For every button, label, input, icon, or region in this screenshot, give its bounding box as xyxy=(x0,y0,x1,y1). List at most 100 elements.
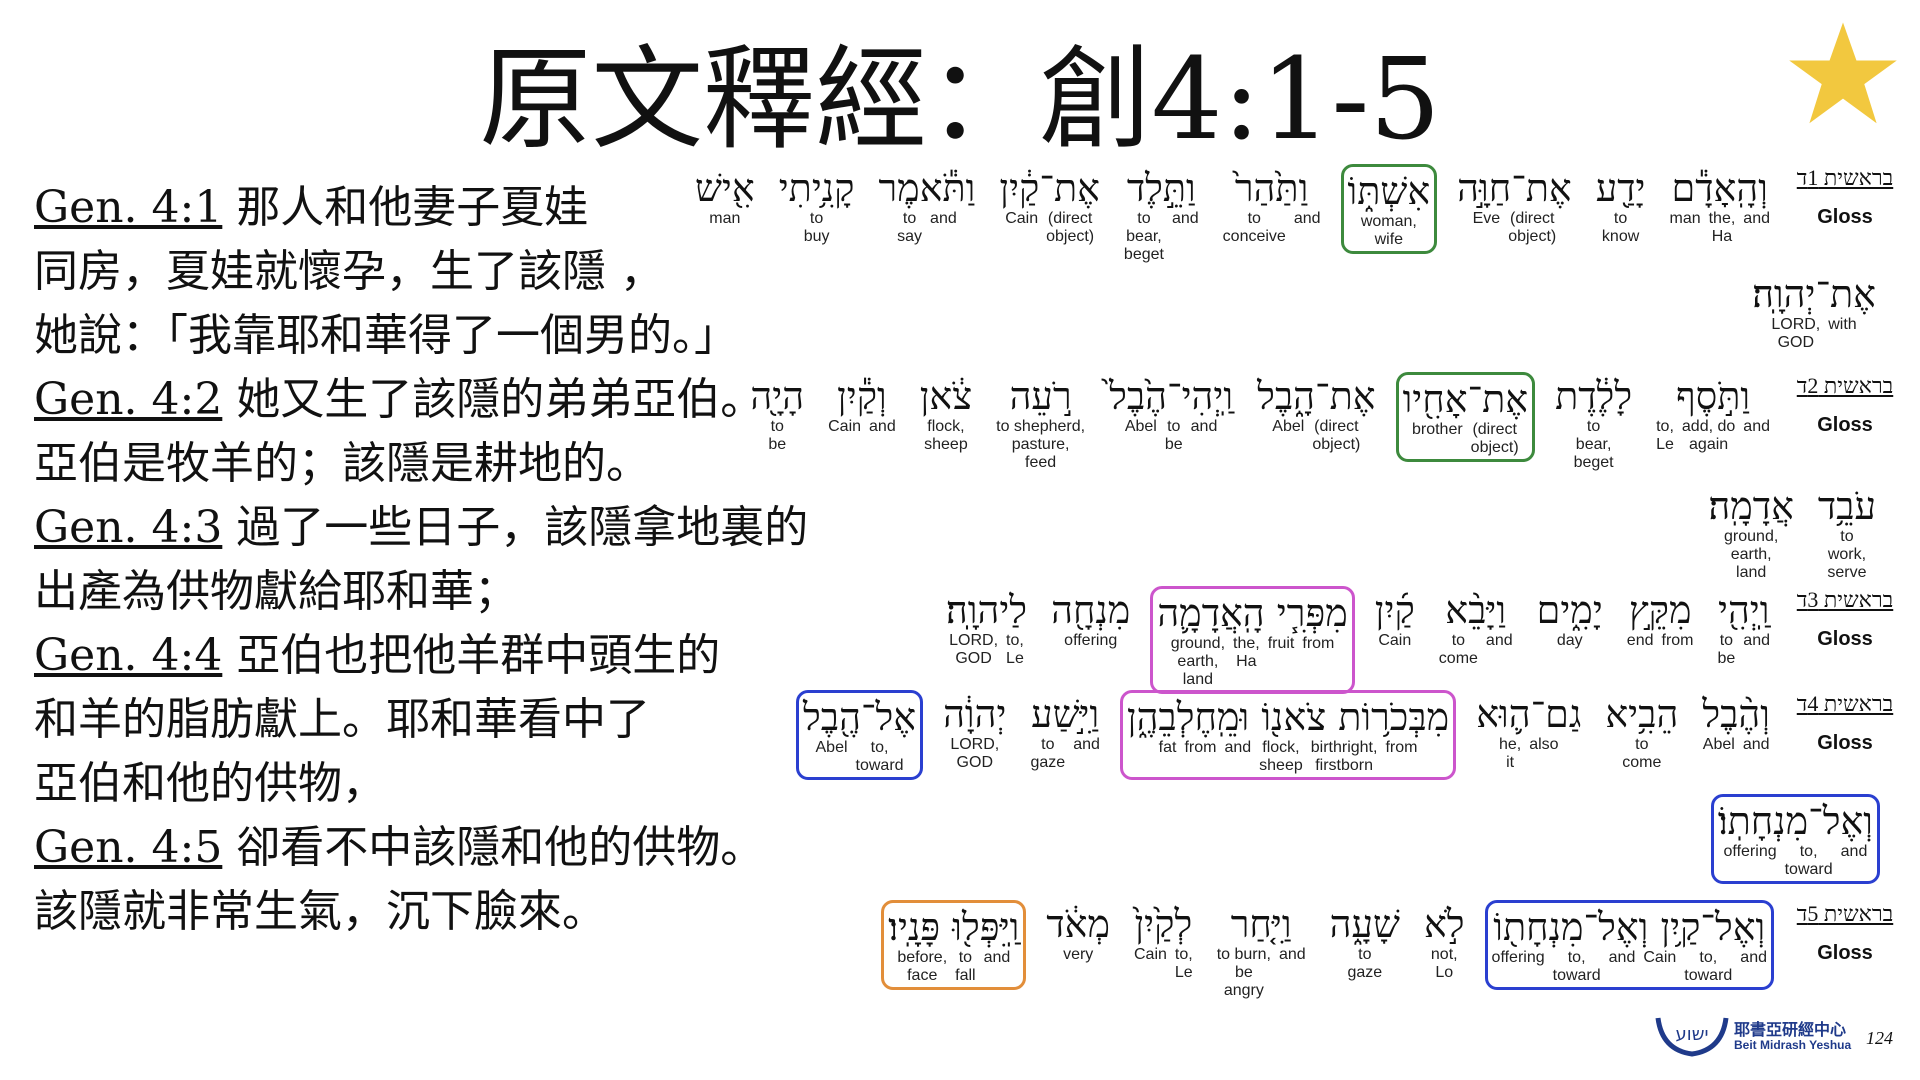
gloss-text: with xyxy=(1828,316,1857,333)
chinese-line: 亞伯是牧羊的；該隱是耕地的。 xyxy=(34,432,794,496)
hebrew-text: וַתַּ֙הַר֙ xyxy=(1234,166,1309,210)
hebrew-text: צֹ֔אן xyxy=(919,374,973,418)
gloss-text: before,face xyxy=(897,949,948,984)
gloss-text: and xyxy=(1743,632,1770,649)
chinese-line: 出產為供物獻給耶和華； xyxy=(34,560,794,624)
chinese-line: 亞伯和他的供物， xyxy=(34,752,794,816)
gloss-text: Abel xyxy=(815,739,848,756)
hebrew-text: הֵבִ֥יא xyxy=(1605,692,1679,736)
gloss-text: from xyxy=(1661,632,1694,649)
hebrew-text: עֹבֵ֥ד xyxy=(1817,484,1876,528)
chinese-text: 過了一些日子，該隱拿地裏的 xyxy=(236,502,809,553)
gloss-text: also xyxy=(1529,736,1559,753)
footer-logo: ישוע 耶書亞研經中心 Beit Midrash Yeshua xyxy=(1652,1010,1852,1060)
gloss-text: LORD,GOD xyxy=(949,632,999,667)
gloss-text: offering xyxy=(1064,632,1118,649)
verse-label-hebrew: בראשית 4ד xyxy=(1796,691,1894,716)
gloss-text: the,Ha xyxy=(1233,635,1260,670)
hebrew-text: אֶת־הָ֑בֶל xyxy=(1257,374,1376,418)
hebrew-text: מִבְּכֹר֥וֹת צֹאנ֖וֹ וּמֵֽחֶלְבֵהֶ֑ן xyxy=(1126,695,1450,739)
gloss-text: and xyxy=(1171,210,1199,227)
svg-text:ישוע: ישוע xyxy=(1676,1024,1709,1045)
hebrew-text: לְקַ֙יִן֙ xyxy=(1134,902,1193,946)
hebrew-text: וַתֹּ֣סֶף xyxy=(1675,374,1751,418)
hebrew-text: וַֽיִּפְּל֖וּ פָּנָֽיו׃ xyxy=(888,905,1020,949)
verse-label-hebrew: בראשית 5ד xyxy=(1796,901,1894,926)
hebrew-word: אִ֖ישׁman xyxy=(691,164,759,230)
chinese-line: 她說：「我靠耶和華得了一個男的。」 xyxy=(34,304,794,368)
gloss-text: flock,sheep xyxy=(1259,739,1303,774)
chinese-text: 她又生了該隱的弟弟亞伯。 xyxy=(236,374,765,425)
gloss-label: Gloss xyxy=(1817,628,1873,650)
hebrew-text: אֶל־הֶ֖בֶל xyxy=(803,695,917,739)
gloss-label: Gloss xyxy=(1817,942,1873,964)
hebrew-text: הָיָ֖ה xyxy=(750,374,805,418)
gloss-text: he,it xyxy=(1498,736,1522,771)
hebrew-text: לֹ֣א xyxy=(1423,902,1465,946)
hebrew-text: אֶת־קַ֔יִן xyxy=(999,166,1100,210)
hebrew-text: וַיִּ֣שַׁע xyxy=(1031,692,1100,736)
gloss-text: fruit xyxy=(1267,635,1295,652)
gloss-text: and xyxy=(1190,418,1218,435)
gloss-text: offering xyxy=(1491,949,1545,966)
hebrew-text: לָלֶ֔דֶת xyxy=(1555,374,1633,418)
gloss-text: fat xyxy=(1158,739,1177,756)
gloss-text: and xyxy=(1485,632,1513,649)
verse-label: בראשית 4ד Gloss xyxy=(1790,690,1900,755)
gloss-text: offering xyxy=(1723,843,1777,860)
hebrew-text: וַֽיְהִ֖י xyxy=(1717,588,1770,632)
verse-label-hebrew: בראשית 1ד xyxy=(1796,165,1894,190)
hebrew-text: וַֽיְהִי־הֶ֙בֶל֙ xyxy=(1109,374,1234,418)
gloss-text: ground,earth,land xyxy=(1170,635,1226,688)
gloss-label: Gloss xyxy=(1817,414,1873,436)
gloss-text: to shepherd,pasture,feed xyxy=(996,418,1086,471)
gloss-text: Abel xyxy=(1702,736,1735,753)
gloss-text: to,Le xyxy=(1006,632,1024,667)
gloss-text: and xyxy=(1608,949,1636,966)
gloss-text: and xyxy=(1743,418,1770,435)
gloss-text: Cain xyxy=(1643,949,1677,966)
verse-label: בראשית 5ד Gloss xyxy=(1790,900,1900,965)
hebrew-text: יָדַ֖ע xyxy=(1595,166,1646,210)
hebrew-text: אֶת־יְהוָֽה׃ xyxy=(1752,272,1876,316)
gloss-text: and xyxy=(1743,210,1770,227)
hebrew-text: מִפְּרִ֧י הָֽאֲדָמָ֛ה xyxy=(1157,591,1348,635)
gloss-label: Gloss xyxy=(1817,732,1873,754)
hebrew-text: מִנְחָ֖ה xyxy=(1051,588,1131,632)
hebrew-text: וְהָֽאָדָ֕ם xyxy=(1671,166,1768,210)
gloss-text: man xyxy=(709,210,741,227)
gloss-text: and xyxy=(869,418,896,435)
verse-label-hebrew: בראשית 2ד xyxy=(1796,373,1894,398)
verse-label: בראשית 2ד Gloss xyxy=(1790,372,1900,437)
gloss-text: very xyxy=(1063,946,1094,963)
